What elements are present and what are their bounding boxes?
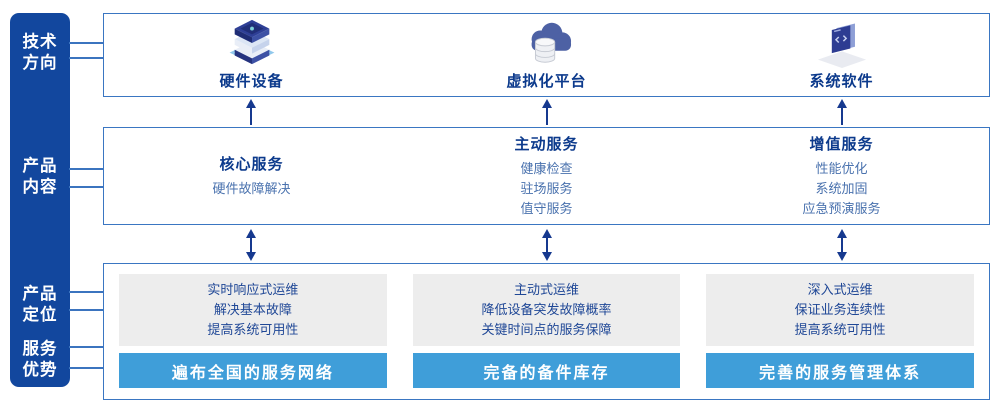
positioning-advantage-box: 实时响应式运维 解决基本故障 提高系统可用性 遍布全国的服务网络 主动式运维 降… xyxy=(103,263,990,400)
tech-item-system-software: 系统软件 xyxy=(694,14,989,96)
tech-item-label: 硬件设备 xyxy=(219,72,284,90)
connector-line xyxy=(69,168,104,170)
service-column-core: 核心服务 硬件故障解决 xyxy=(104,128,399,224)
up-arrow xyxy=(694,98,990,126)
positioning-column-realtime: 实时响应式运维 解决基本故障 提高系统可用性 遍布全国的服务网络 xyxy=(119,274,387,389)
tech-item-hardware: 硬件设备 xyxy=(104,14,399,96)
service-column-title: 核心服务 xyxy=(219,155,284,173)
positioning-line: 关键时间点的服务保障 xyxy=(481,322,612,337)
code-window-icon xyxy=(811,20,873,68)
service-column-title: 主动服务 xyxy=(514,135,579,153)
double-arrow xyxy=(399,228,695,261)
service-item: 驻场服务 xyxy=(520,180,573,196)
up-arrow xyxy=(399,98,695,126)
service-item: 值守服务 xyxy=(520,200,573,216)
double-arrow xyxy=(103,228,399,261)
positioning-line: 深入式运维 xyxy=(807,282,873,297)
positioning-panel: 实时响应式运维 解决基本故障 提高系统可用性 xyxy=(119,274,387,346)
service-item: 系统加固 xyxy=(815,180,868,196)
advantage-banner: 完善的服务管理体系 xyxy=(706,353,975,388)
service-item: 性能优化 xyxy=(815,160,868,176)
positioning-panel: 深入式运维 保证业务连续性 提高系统可用性 xyxy=(706,274,975,346)
positioning-line: 降低设备突发故障概率 xyxy=(481,302,612,317)
positioning-line: 解决基本故障 xyxy=(213,302,292,317)
tech-direction-box: 硬件设备 虚拟化平台 xyxy=(103,13,990,97)
service-column-proactive: 主动服务 健康检查 驻场服务 值守服务 xyxy=(399,128,694,224)
sidebar-label-service-advantage: 服务 优势 xyxy=(22,340,58,379)
connector-line xyxy=(69,309,104,311)
advantage-banner: 完备的备件库存 xyxy=(412,353,681,388)
server-stack-icon xyxy=(221,19,283,68)
positioning-line: 主动式运维 xyxy=(514,282,580,297)
tech-item-virtualization: 虚拟化平台 xyxy=(399,14,694,96)
sidebar-label-product-content: 产品 内容 xyxy=(22,157,58,196)
positioning-column-indepth: 深入式运维 保证业务连续性 提高系统可用性 完善的服务管理体系 xyxy=(706,274,975,389)
connector-line xyxy=(69,57,104,59)
service-item: 硬件故障解决 xyxy=(212,180,291,196)
connector-line xyxy=(69,367,104,369)
positioning-column-proactive: 主动式运维 降低设备突发故障概率 关键时间点的服务保障 完备的备件库存 xyxy=(412,274,681,389)
product-content-box: 核心服务 硬件故障解决 主动服务 健康检查 驻场服务 值守服务 增值服务 性能优… xyxy=(103,127,990,225)
up-arrow xyxy=(103,98,399,126)
connector-line xyxy=(69,291,104,293)
tech-item-label: 虚拟化平台 xyxy=(506,72,587,90)
service-item: 健康检查 xyxy=(520,160,573,176)
positioning-panel: 主动式运维 降低设备突发故障概率 关键时间点的服务保障 xyxy=(412,274,681,346)
arrow-row-upper xyxy=(103,98,990,126)
service-column-title: 增值服务 xyxy=(809,135,874,153)
service-column-value-added: 增值服务 性能优化 系统加固 应急预演服务 xyxy=(694,128,989,224)
connector-line xyxy=(69,42,104,44)
positioning-line: 提高系统可用性 xyxy=(207,322,299,337)
arrow-row-lower xyxy=(103,228,990,261)
connector-line xyxy=(69,186,104,188)
service-item: 应急预演服务 xyxy=(802,200,881,216)
connector-line xyxy=(69,346,104,348)
positioning-line: 实时响应式运维 xyxy=(207,282,299,297)
positioning-line: 保证业务连续性 xyxy=(794,302,886,317)
sidebar-label-tech-direction: 技术 方向 xyxy=(22,33,58,72)
cloud-database-icon xyxy=(516,20,578,68)
positioning-line: 提高系统可用性 xyxy=(794,322,886,337)
category-sidebar: 技术 方向 产品 内容 产品 定位 服务 优势 xyxy=(10,13,70,387)
sidebar-label-product-positioning: 产品 定位 xyxy=(22,285,58,324)
tech-item-label: 系统软件 xyxy=(809,72,874,90)
double-arrow xyxy=(694,228,990,261)
advantage-banner: 遍布全国的服务网络 xyxy=(119,353,387,388)
